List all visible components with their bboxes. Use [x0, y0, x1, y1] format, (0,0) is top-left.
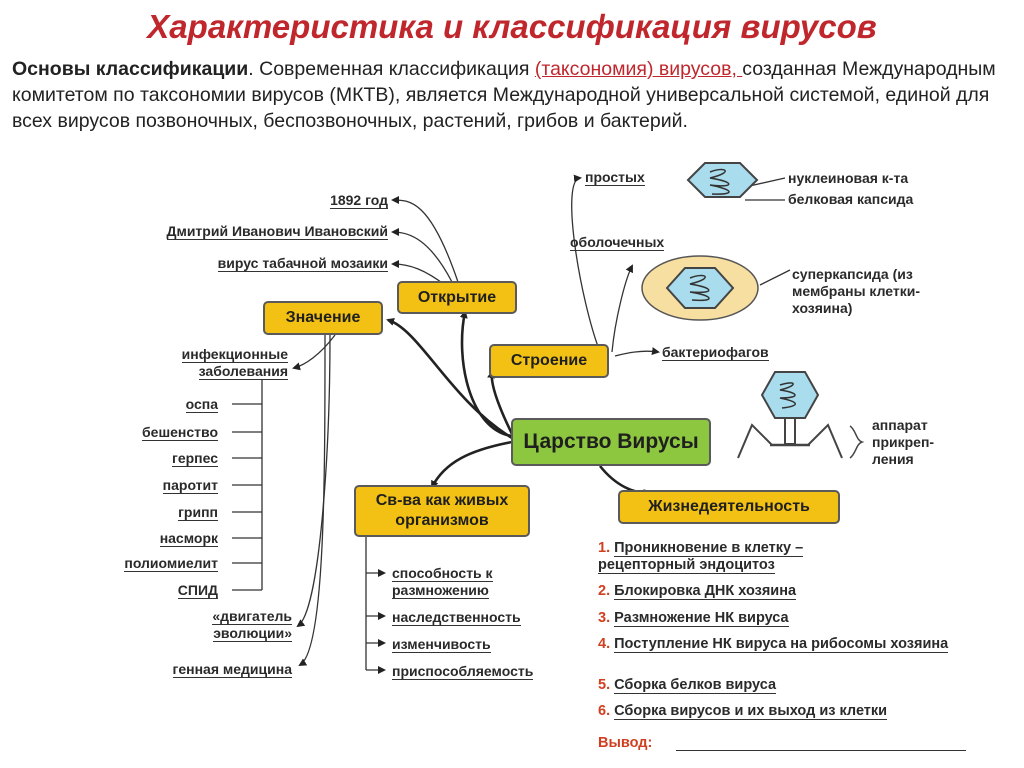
svva-item: способность к размножению	[392, 565, 493, 599]
intro-highlight: (таксономия) вирусов,	[534, 58, 743, 80]
note-supercapsid: суперкапсида (из мембраны клетки-хозяина…	[792, 266, 921, 316]
node-otkrytie: Открытие	[397, 281, 517, 314]
main-arrows	[386, 310, 652, 498]
note-protein-capsid: белковая капсида	[788, 191, 914, 207]
intro-part1: . Современная классификация	[248, 58, 535, 80]
conclusion-blank-line	[676, 750, 966, 751]
node-stroenie: Строение	[489, 344, 609, 378]
intro-bold: Основы классификации	[12, 58, 249, 80]
conclusion-label: Вывод:	[598, 735, 653, 751]
disease-item: бешенство	[142, 424, 218, 441]
intro-paragraph: Основы классификации. Современная класси…	[12, 56, 1012, 134]
znachenie-evolution: «двигатель эволюции»	[212, 608, 292, 642]
virus-simple-illustration	[686, 162, 759, 198]
intro-part2: созданная Международным комитетом по так…	[12, 58, 996, 132]
bacteriophage-illustration	[737, 371, 865, 459]
life-step: 3. Размножение НК вируса	[598, 610, 789, 627]
disease-item: паротит	[162, 477, 218, 494]
node-zhiznedeyatelnost: Жизнедеятельность	[618, 490, 840, 524]
page-title: Характеристика и классификация вирусов	[147, 8, 877, 45]
disease-item: полиомиелит	[124, 555, 218, 572]
note-nucleic-acid: нуклеиновая к-та	[788, 170, 909, 186]
svva-item: приспособляемость	[392, 663, 534, 680]
otkrytie-item: Дмитрий Иванович Ивановский	[166, 223, 388, 240]
disease-item: СПИД	[177, 582, 218, 599]
virus-enveloped-illustration	[641, 255, 759, 321]
znachenie-gene-medicine: генная медицина	[172, 661, 292, 678]
znachenie-infect: инфекционные заболевания	[181, 346, 288, 380]
life-step: 2. Блокировка ДНК хозяина	[598, 583, 797, 600]
disease-item: оспа	[185, 396, 218, 413]
svva-item: изменчивость	[392, 636, 491, 653]
disease-item: насморк	[159, 530, 218, 547]
disease-item: грипп	[178, 504, 218, 521]
life-step: 5. Сборка белков вируса	[598, 677, 777, 694]
stroenie-enveloped: оболочечных	[570, 234, 665, 251]
node-znachenie: Значение	[263, 301, 383, 335]
stroenie-bacteriophage: бактериофагов	[662, 344, 769, 361]
otkrytie-item: вирус табачной мозаики	[217, 255, 388, 272]
node-center-viruses: Царство Вирусы	[511, 418, 711, 466]
life-step: 1. Проникновение в клетку – рецепторный …	[598, 540, 804, 574]
svva-item: наследственность	[392, 609, 521, 626]
life-step: 6. Сборка вирусов и их выход из клетки	[598, 703, 888, 720]
node-svva: Св-ва как живых организмов	[354, 485, 530, 537]
stroenie-simple: простых	[585, 169, 645, 186]
note-attachment-apparatus: аппарат прикреп-ления	[872, 417, 935, 467]
disease-item: герпес	[171, 450, 218, 467]
znachenie-tree	[232, 334, 386, 674]
life-step: 4. Поступление НК вируса на рибосомы хоз…	[598, 636, 949, 653]
otkrytie-item: 1892 год	[330, 192, 388, 209]
